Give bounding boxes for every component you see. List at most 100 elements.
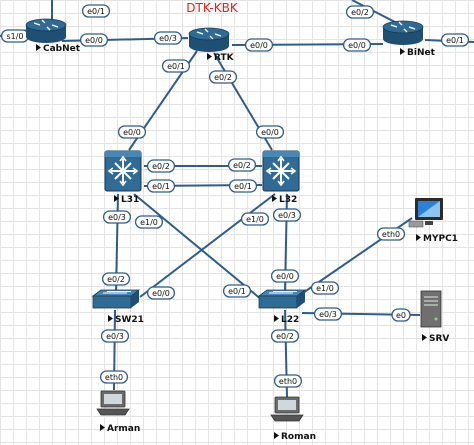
interface-label-text: e0/3 [159, 34, 177, 43]
node-marker-icon [114, 195, 119, 202]
device-rtk[interactable]: RTK [188, 27, 235, 63]
switch-icon[interactable] [257, 289, 307, 309]
interface-label-text: e1/0 [246, 215, 264, 224]
interface-label: e1/0 [134, 215, 164, 229]
interface-label-text: e0/3 [278, 211, 296, 220]
device-arman[interactable]: Arman [96, 390, 140, 434]
interface-label: e0/3 [100, 329, 130, 343]
device-name: BiNet [407, 48, 436, 58]
interface-label-text: e0/0 [261, 128, 279, 137]
pc-icon[interactable] [96, 390, 130, 416]
interface-label-text: e0/1 [228, 287, 246, 296]
interface-label: eth0 [273, 374, 303, 388]
node-marker-icon [274, 315, 279, 322]
interface-label: e0/0 [255, 125, 285, 139]
interface-label: e1/0 [310, 281, 340, 295]
interface-label-text: e0/2 [233, 161, 251, 170]
device-cabnet[interactable]: CabNet [25, 18, 81, 54]
desktop-pc-icon[interactable] [408, 198, 443, 228]
router-icon[interactable] [188, 27, 230, 52]
interface-label-text: e0/3 [319, 310, 337, 319]
interface-label: e0 [391, 308, 411, 322]
interface-label-text: eth0 [279, 377, 297, 386]
interface-label-text: e0/1 [234, 182, 252, 191]
interface-label-text: e0/2 [214, 73, 232, 82]
interface-label-text: e0 [396, 311, 406, 320]
interface-label: e0/0 [146, 286, 176, 300]
interface-label: eth0 [376, 227, 406, 241]
interface-label-text: e0/0 [123, 128, 141, 137]
device-l32[interactable]: L32 [262, 150, 300, 205]
device-name: CabNet [43, 44, 81, 54]
device-l22[interactable]: L22 [257, 289, 307, 325]
device-name: L22 [281, 315, 299, 325]
interface-label-text: e0/0 [152, 289, 170, 298]
interface-label: e0/1 [81, 4, 111, 18]
interface-label: e0/0 [79, 33, 109, 47]
interface-label-text: e0/2 [351, 8, 369, 17]
node-marker-icon [108, 315, 113, 322]
layer3-switch-icon[interactable] [104, 150, 142, 192]
device-name: MYPC1 [423, 234, 458, 244]
node-marker-icon [400, 48, 405, 55]
interface-label-text: e0/2 [107, 275, 125, 284]
interface-label-text: eth0 [382, 230, 400, 239]
interface-labels-layer: e0/1 s1/0 e0/2 e0/1 e0/0 e0/3 e0/0 e0/0 e0/1 e0/0… [0, 4, 470, 388]
link-l31-l22[interactable] [133, 193, 263, 301]
router-icon[interactable] [382, 20, 424, 45]
device-sw21[interactable]: SW21 [91, 289, 144, 325]
interface-label: e0/1 [440, 33, 470, 47]
device-mypc1[interactable]: MYPC1 [408, 198, 458, 244]
diagram-title: DTK-KBK [186, 1, 239, 15]
device-roman[interactable]: Roman [270, 396, 316, 442]
interface-label: e0/0 [244, 38, 274, 52]
device-l31[interactable]: L31 [104, 150, 142, 205]
link-l32-sw21[interactable] [139, 193, 276, 298]
interface-label-text: e0/2 [276, 332, 294, 341]
interface-label: e0/1 [146, 179, 176, 193]
device-binet[interactable]: BiNet [382, 20, 436, 58]
interface-label-text: e0/3 [108, 213, 126, 222]
pc-icon[interactable] [270, 396, 304, 422]
layer3-switch-icon[interactable] [262, 150, 300, 192]
interface-label: e0/2 [208, 70, 238, 84]
server-icon[interactable] [420, 290, 442, 328]
device-name: SW21 [115, 315, 144, 325]
device-name: L32 [279, 195, 297, 205]
interface-label: e0/3 [272, 208, 302, 222]
switch-icon[interactable] [91, 289, 141, 309]
node-marker-icon [272, 195, 277, 202]
interface-label: e1/0 [240, 212, 270, 226]
node-marker-icon [207, 53, 212, 60]
interface-label-text: e0/1 [167, 62, 185, 71]
node-marker-icon [274, 432, 279, 439]
interface-label-text: eth0 [105, 373, 123, 382]
interface-label-text: e0/1 [152, 182, 170, 191]
links-layer [0, 0, 474, 398]
interface-label: s1/0 [0, 29, 30, 43]
interface-label-text: e0/1 [87, 7, 105, 16]
interface-label: eth0 [99, 370, 129, 384]
interface-label: e0/0 [270, 269, 300, 283]
interface-label-text: e0/0 [85, 36, 103, 45]
device-name: L31 [121, 195, 139, 205]
node-marker-icon [416, 234, 421, 241]
device-name: RTK [214, 53, 235, 63]
interface-label: e0/2 [101, 272, 131, 286]
interface-label: e0/3 [153, 31, 183, 45]
interface-label: e0/1 [222, 284, 252, 298]
device-name: Arman [107, 424, 140, 434]
interface-label-text: e0/0 [250, 41, 268, 50]
interface-label: e0/0 [342, 38, 372, 52]
router-icon[interactable] [25, 18, 67, 43]
node-marker-icon [100, 424, 105, 431]
device-srv[interactable]: SRV [420, 290, 449, 344]
interface-label-text: e0/3 [106, 332, 124, 341]
interface-label-text: s1/0 [6, 32, 23, 41]
device-name: SRV [429, 334, 449, 344]
node-marker-icon [36, 44, 41, 51]
interface-label-text: e0/0 [276, 272, 294, 281]
device-name: Roman [281, 432, 316, 442]
interface-label: e0/2 [227, 158, 257, 172]
